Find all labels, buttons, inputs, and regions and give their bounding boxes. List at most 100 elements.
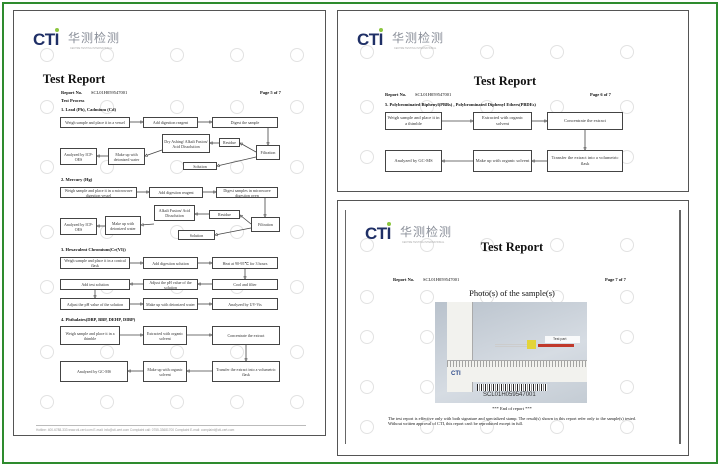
logo-chinese: 华测检测 (400, 225, 453, 239)
flow-step: Weigh sample and place it in a thimble (60, 326, 120, 345)
section-title: 5. Polybrominated Biphenyl(PBBs) , Polyb… (385, 102, 536, 107)
label-tag (545, 336, 580, 343)
watermark-icon (480, 420, 494, 434)
logo-subtitle: CENTRE TESTING INTERNATIONAL (70, 47, 113, 50)
footer-rule (36, 425, 306, 426)
barcode (477, 384, 547, 391)
test-part-label: Test part (553, 337, 567, 341)
flow-step: Dry Ashing/ Alkali Fusion/ Acid Dissolut… (162, 134, 210, 153)
flow-step: Weigh sample and place it in a vessel (60, 117, 130, 128)
flow-step: Make up with deionized water (143, 298, 198, 310)
section-title: 1. Lead (Pb), Cadmium (Cd) (61, 107, 117, 112)
watermark-icon (290, 345, 304, 359)
flow-arrow (239, 142, 257, 153)
page-number: Page 6 of 7 (590, 92, 611, 97)
flow-step: Residue (209, 210, 240, 219)
flow-arrow (197, 282, 212, 286)
flow-arrow (187, 333, 213, 337)
watermark-icon (420, 380, 434, 394)
flow-step: Transfer the extract into a volumetric f… (547, 150, 623, 172)
watermark-icon (620, 420, 634, 434)
sample-leads (495, 344, 527, 347)
flow-arrow (216, 156, 257, 168)
flow-arrow (203, 190, 217, 194)
flow-step: Concentrate the extract (547, 112, 623, 130)
flow-arrow (266, 128, 270, 146)
report-no: SCL01H059547001 (423, 277, 460, 282)
flow-arrow (120, 333, 144, 337)
section-title: 3. Hexavalent Chromium(Cr(VI)) (61, 247, 126, 252)
page-footer: Hotline: 400-6788-333 www.cti-cert.com E… (36, 428, 235, 432)
flow-step: Concentrate the extract (212, 326, 280, 345)
flow-step: Make up with deionized water (108, 148, 145, 165)
flow-step: Analyzed by GC-MS (60, 361, 128, 382)
report-no-label: Report No. (61, 90, 83, 95)
report-no-label: Report No. (393, 277, 415, 282)
watermark-icon (100, 345, 114, 359)
watermark-icon (230, 160, 244, 174)
watermark-icon (360, 238, 374, 252)
cti-logo: CTI (357, 28, 383, 49)
report-title: Test Report (42, 72, 106, 86)
flow-step: Weigh sample and place it in a thimble (385, 112, 442, 130)
watermark-icon (40, 160, 54, 174)
report-no: SCL01H059547001 (91, 90, 128, 95)
logo-dot (54, 28, 59, 32)
flow-step: Analyzed by ICP-OES (60, 148, 97, 165)
flow-arrow (583, 130, 587, 151)
watermark-icon (40, 280, 54, 294)
watermark-icon (620, 380, 634, 394)
section-title: 2. Mercury (Hg) (61, 177, 93, 182)
watermark-icon (40, 345, 54, 359)
report-title: Test Report (480, 240, 544, 254)
watermark-icon (620, 100, 634, 114)
flow-step: Digest the sample (212, 117, 278, 128)
flow-arrow (137, 190, 150, 194)
logo-dot (378, 28, 383, 32)
watermark-icon (620, 330, 634, 344)
flow-arrow (96, 224, 105, 228)
watermark-icon (620, 45, 634, 59)
flow-arrow (144, 149, 163, 157)
flow-step: Make up with organic solvent (143, 361, 187, 382)
flow-arrow (243, 269, 247, 280)
watermark-icon (40, 225, 54, 239)
page-number: Page 5 of 7 (260, 90, 281, 95)
photo-title: Photo(s) of the sample(s) (469, 288, 555, 298)
flow-step: Add digestion reagent (149, 187, 203, 198)
watermark-icon (420, 330, 434, 344)
logo-chinese: 华测检测 (68, 31, 121, 45)
flow-arrow (442, 119, 474, 123)
sample-photo: CTI Test part SCL01H059547001 (435, 302, 587, 403)
watermark-icon (290, 100, 304, 114)
watermark-icon (360, 150, 374, 164)
flow-step: Make up with deionized water (105, 216, 141, 235)
logo-subtitle: CENTRE TESTING INTERNATIONAL (402, 241, 445, 244)
page7-left-rule (345, 210, 346, 444)
flow-arrow (96, 154, 108, 158)
watermark-icon (40, 395, 54, 409)
flow-arrow (198, 261, 213, 265)
flow-step: Analyzed by ICP-OES (60, 218, 97, 235)
watermark-icon (420, 290, 434, 304)
watermark-icon (290, 160, 304, 174)
ruler-brand: CTI (451, 371, 461, 377)
cti-logo: CTI (365, 222, 391, 243)
flow-step: Solution (183, 162, 217, 170)
watermark-icon (100, 395, 114, 409)
watermark-icon (290, 48, 304, 62)
watermark-icon (620, 238, 634, 252)
flow-step: Filtration (251, 217, 280, 232)
report-title: Test Report (473, 74, 537, 88)
flow-step: Residue (219, 138, 240, 147)
test-process-heading: Test Process (61, 98, 85, 103)
flow-step: Add digestion reagent (143, 117, 198, 128)
flow-arrow (140, 223, 155, 227)
report-no: SCL01H059547001 (415, 92, 452, 97)
logo-dot (386, 222, 391, 226)
flow-step: Adjust the pH value of the solution (143, 279, 198, 290)
end-of-report: *** End of report *** (492, 406, 532, 411)
sample-part (527, 340, 536, 349)
